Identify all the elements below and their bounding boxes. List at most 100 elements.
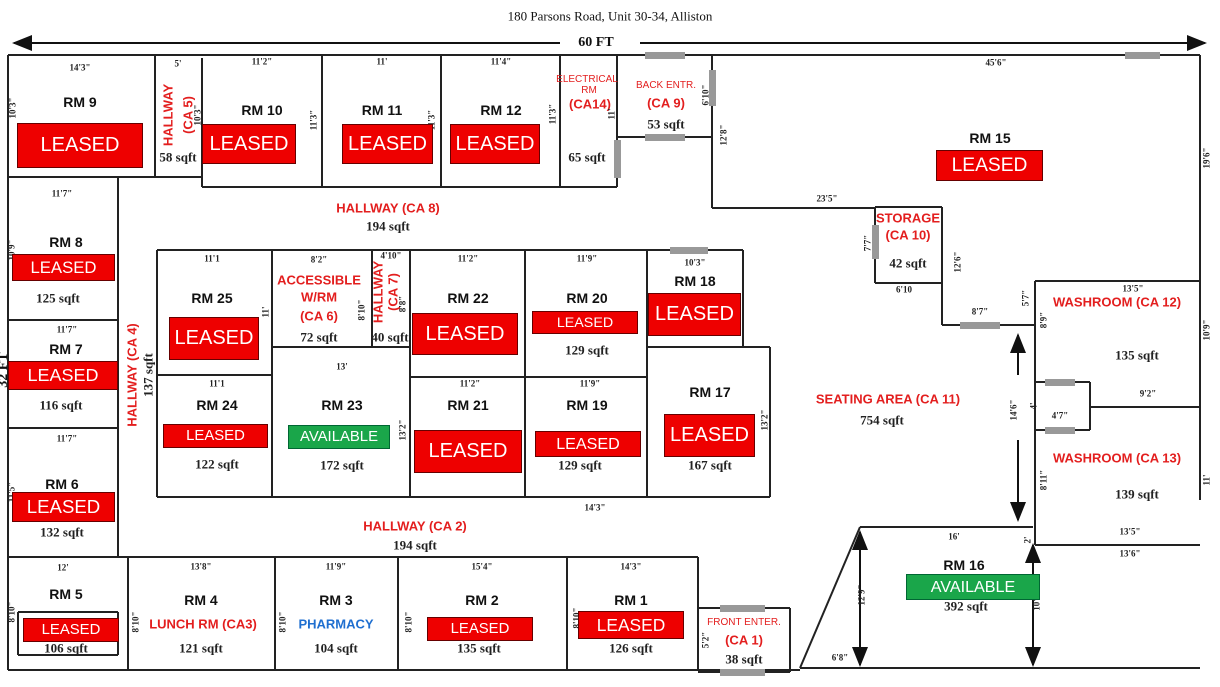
ca11-dimension: 9'2" (1139, 388, 1157, 399)
door (709, 70, 716, 106)
rm2-area-label: 135 sqft (457, 640, 501, 656)
rm23-dimension: 13' (336, 361, 348, 372)
ca1-name-label: FRONT ENTER. (707, 617, 781, 628)
rm24-status-badge: LEASED (163, 424, 268, 448)
rm18-dimension: 10'3" (684, 257, 706, 268)
rm15-dimension: 12'8" (718, 124, 729, 146)
rm25-dimension: 11'1 (204, 253, 220, 264)
rm25-name-label: RM 25 (191, 290, 233, 306)
door (670, 247, 708, 254)
rm23-dimension: 13'2" (397, 419, 408, 441)
rm20-area-label: 129 sqft (565, 342, 609, 358)
rm8-dimension: 11'7" (51, 188, 73, 199)
rm3-dimension: 11'9" (325, 561, 347, 572)
ca14-area-label: 65 sqft (568, 149, 606, 165)
rm24-dimension: 11'1 (209, 378, 225, 389)
rm4-area-label: 121 sqft (179, 640, 223, 656)
rm15-dimension: 45'6" (985, 57, 1007, 68)
rm4-use-label: LUNCH RM (CA3) (149, 616, 257, 632)
overall-width-label: 60 FT (572, 36, 620, 50)
rm10-dimension: 11'2" (251, 56, 273, 67)
ca6-name-label: ACCESSIBLE (277, 272, 361, 288)
rm5-area-label: 106 sqft (44, 640, 88, 656)
rm16-name-label: RM 16 (943, 557, 985, 573)
ca4-name-label: HALLWAY (CA 4) (124, 323, 140, 427)
rm17-dimension: 14'3" (584, 502, 606, 513)
rm5-status-badge: LEASED (23, 618, 119, 642)
rm23-area-label: 172 sqft (320, 457, 364, 473)
ca14-name-label: RM (581, 85, 597, 96)
rm10-dimension: 11'3" (308, 109, 319, 131)
ca14-code-label: (CA14) (569, 96, 611, 112)
ca7-area-label: 40 sqft (371, 329, 409, 345)
rm3-name-label: RM 3 (319, 592, 353, 608)
rm2-dimension: 8'10" (403, 611, 414, 633)
ca9-dimension: 6'10" (700, 84, 711, 106)
rm23-status-badge: AVAILABLE (288, 425, 390, 449)
rm16-dimension: 16' (948, 531, 960, 542)
rm11-dimension: 11' (376, 56, 388, 67)
rm23-name-label: RM 23 (321, 397, 363, 413)
rm6-dimension: 11'7" (56, 433, 78, 444)
rm3-area-label: 104 sqft (314, 640, 358, 656)
rm24-area-label: 122 sqft (195, 456, 239, 472)
rm19-name-label: RM 19 (566, 397, 608, 413)
rm21-status-badge: LEASED (414, 430, 522, 473)
ca5-dimension: 10'3" (192, 104, 203, 126)
ca8-name-label: HALLWAY (CA 8) (336, 200, 440, 216)
rm20-name-label: RM 20 (566, 290, 608, 306)
rm15-status-badge: LEASED (936, 150, 1043, 181)
ca1-dimension: 5'2" (700, 631, 711, 649)
rm15-name-label: RM 15 (969, 130, 1011, 146)
ca13-dimension: 8'11" (1038, 469, 1049, 491)
ca6-area-label: 72 sqft (300, 329, 338, 345)
rm3-use-label: PHARMACY (298, 616, 374, 632)
rm12-dimension: 11'3" (547, 103, 558, 125)
rm2-dimension: 15'4" (471, 561, 493, 572)
ca1-code-label: (CA 1) (725, 632, 763, 648)
rm15-dimension: 23'5" (816, 193, 838, 204)
ca10-code-label: (CA 10) (885, 227, 931, 243)
ca11-dimension: 8'7" (971, 306, 989, 317)
ca7-name-label: HALLWAY (370, 260, 386, 324)
rm16-dimension: 12'9" (856, 584, 867, 606)
rm15-dimension: 19'6" (1201, 147, 1212, 169)
rm8-area-label: 125 sqft (36, 290, 80, 306)
ca10-dimension: 12'6" (952, 251, 963, 273)
rm25-dimension: 11' (260, 306, 271, 318)
rm17-name-label: RM 17 (689, 384, 731, 400)
ca9-code-label: (CA 9) (647, 95, 685, 111)
plan-title: 180 Parsons Road, Unit 30-34, Alliston (507, 8, 713, 24)
rm19-area-label: 129 sqft (558, 457, 602, 473)
rm6-status-badge: LEASED (12, 492, 115, 522)
rm7-name-label: RM 7 (49, 341, 83, 357)
rm12-name-label: RM 12 (480, 102, 522, 118)
door (645, 134, 685, 141)
ca5-area-label: 58 sqft (159, 149, 197, 165)
rm6-name-label: RM 6 (45, 476, 79, 492)
ca5-name-label: HALLWAY (160, 83, 176, 147)
ca11-dimension: 4'7" (1051, 410, 1069, 421)
rm20-dimension: 11'9" (576, 253, 598, 264)
rm2-name-label: RM 2 (465, 592, 499, 608)
rm19-dimension: 11'9" (579, 378, 601, 389)
ca8-area-label: 194 sqft (366, 218, 410, 234)
ca7-dimension: 8'8" (397, 295, 408, 313)
rm9-dimension: 10'3" (7, 97, 18, 119)
rm22-status-badge: LEASED (412, 313, 518, 355)
rm10-status-badge: LEASED (202, 124, 296, 164)
rm16-dimension: 2' (1022, 536, 1033, 544)
ca10-area-label: 42 sqft (889, 255, 927, 271)
ca10-dimension: 6'10 (895, 284, 913, 295)
rm19-status-badge: LEASED (535, 431, 641, 457)
rm24-name-label: RM 24 (196, 397, 238, 413)
ca13-name-label: WASHROOM (CA 13) (1052, 450, 1182, 466)
rm16-dimension: 6'8" (831, 652, 849, 663)
ca10-name-label: STORAGE (875, 210, 941, 226)
door (720, 669, 765, 676)
ca11-name-label: SEATING AREA (CA 11) (815, 391, 961, 407)
ca6-code-label: (CA 6) (300, 308, 338, 324)
ca13-dimension: 13'5" (1119, 526, 1141, 537)
ca12-name-label: WASHROOM (CA 12) (1052, 294, 1182, 310)
